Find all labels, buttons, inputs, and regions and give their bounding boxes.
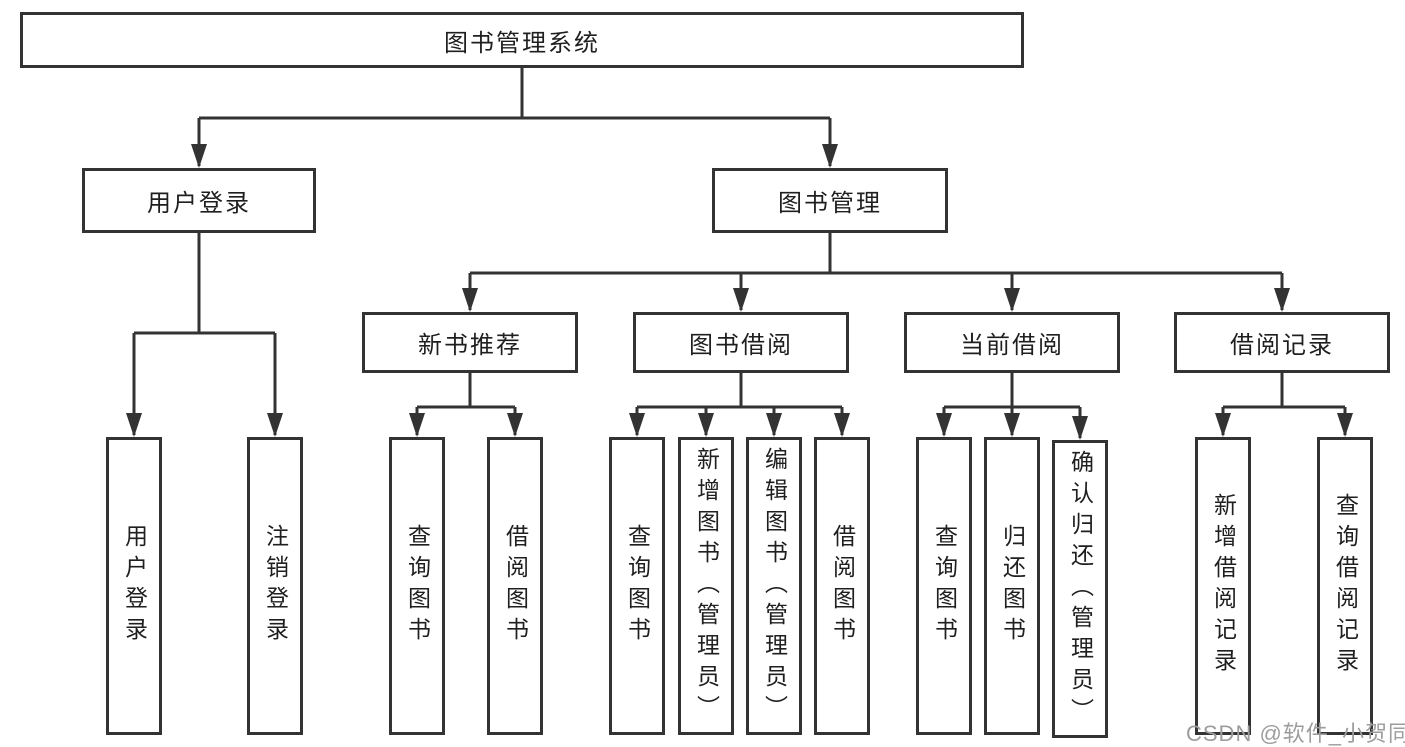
node-root-label: 图书管理系统 bbox=[444, 29, 600, 57]
leaf-logout-label: 注销登录 bbox=[262, 524, 289, 648]
node-book-borrow-label: 图书借阅 bbox=[689, 332, 793, 359]
leaf-user-login: 用户登录 bbox=[106, 437, 162, 735]
leaf-edit-books-admin: 编辑图书（管理员） bbox=[746, 437, 802, 735]
leaf-query-books-borrow: 查询图书 bbox=[609, 437, 665, 735]
leaf-query-borrow-record: 查询借阅记录 bbox=[1317, 437, 1373, 735]
leaf-add-books-admin-label: 新增图书（管理员） bbox=[693, 446, 720, 726]
leaf-borrow-books-recommend: 借阅图书 bbox=[487, 437, 543, 735]
node-book-management: 图书管理 bbox=[712, 168, 948, 233]
arrowhead bbox=[191, 144, 207, 168]
leaf-borrow-books: 借阅图书 bbox=[814, 437, 870, 735]
node-current-borrow-label: 当前借阅 bbox=[960, 332, 1064, 359]
leaf-user-login-label: 用户登录 bbox=[121, 524, 148, 648]
arrowhead bbox=[267, 413, 283, 437]
arrowhead bbox=[507, 413, 523, 437]
arrowhead bbox=[1215, 413, 1231, 437]
arrowhead bbox=[1072, 416, 1088, 440]
node-new-book-recommend: 新书推荐 bbox=[362, 312, 578, 373]
arrowhead bbox=[126, 413, 142, 437]
arrowhead bbox=[1004, 288, 1020, 312]
leaf-return-books-label: 归还图书 bbox=[999, 524, 1026, 648]
arrowhead bbox=[936, 413, 952, 437]
leaf-return-books: 归还图书 bbox=[984, 437, 1040, 735]
node-current-borrow: 当前借阅 bbox=[904, 312, 1120, 373]
arrowhead bbox=[822, 144, 838, 168]
arrowhead bbox=[834, 413, 850, 437]
leaf-edit-books-admin-label: 编辑图书（管理员） bbox=[761, 446, 788, 726]
leaf-query-borrow-record-label: 查询借阅记录 bbox=[1332, 493, 1359, 679]
arrowhead bbox=[1274, 288, 1290, 312]
arrowhead bbox=[1337, 413, 1353, 437]
node-book-borrow: 图书借阅 bbox=[633, 312, 849, 373]
leaf-query-books-borrow-label: 查询图书 bbox=[624, 524, 651, 648]
node-book-management-label: 图书管理 bbox=[778, 190, 882, 217]
arrowhead bbox=[1004, 413, 1020, 437]
leaf-add-borrow-record: 新增借阅记录 bbox=[1195, 437, 1251, 735]
arrowhead bbox=[733, 288, 749, 312]
leaf-query-books-recommend: 查询图书 bbox=[389, 437, 445, 735]
leaf-add-borrow-record-label: 新增借阅记录 bbox=[1210, 493, 1237, 679]
leaf-borrow-books-label: 借阅图书 bbox=[829, 524, 856, 648]
node-new-book-recommend-label: 新书推荐 bbox=[418, 332, 522, 359]
connector-mgmt-to-level3 bbox=[468, 233, 1284, 310]
arrowhead bbox=[698, 413, 714, 437]
leaf-logout: 注销登录 bbox=[247, 437, 303, 735]
connector-recommend-to-leaves bbox=[415, 373, 517, 435]
leaf-add-books-admin: 新增图书（管理员） bbox=[678, 437, 734, 735]
node-borrow-records: 借阅记录 bbox=[1174, 312, 1390, 373]
leaf-query-books-recommend-label: 查询图书 bbox=[404, 524, 431, 648]
connector-login-to-leaves bbox=[132, 233, 277, 435]
leaf-query-books-current-label: 查询图书 bbox=[931, 524, 958, 648]
watermark-text: CSDN @软件_小贺同学 bbox=[1186, 721, 1405, 746]
node-root: 图书管理系统 bbox=[20, 12, 1024, 68]
arrowhead bbox=[409, 413, 425, 437]
leaf-query-books-current: 查询图书 bbox=[916, 437, 972, 735]
arrowhead bbox=[629, 413, 645, 437]
arrowhead bbox=[766, 413, 782, 437]
leaf-confirm-return-admin: 确认归还（管理员） bbox=[1052, 440, 1108, 738]
node-user-login-label: 用户登录 bbox=[147, 190, 251, 217]
arrowhead bbox=[462, 288, 478, 312]
connector-records-to-leaves bbox=[1221, 373, 1347, 435]
node-user-login: 用户登录 bbox=[82, 168, 316, 233]
leaf-confirm-return-admin-label: 确认归还（管理员） bbox=[1067, 449, 1094, 729]
connector-borrow-to-leaves bbox=[635, 373, 844, 435]
node-borrow-records-label: 借阅记录 bbox=[1230, 332, 1334, 359]
connector-root-to-level2 bbox=[197, 68, 832, 166]
leaf-borrow-books-recommend-label: 借阅图书 bbox=[502, 524, 529, 648]
